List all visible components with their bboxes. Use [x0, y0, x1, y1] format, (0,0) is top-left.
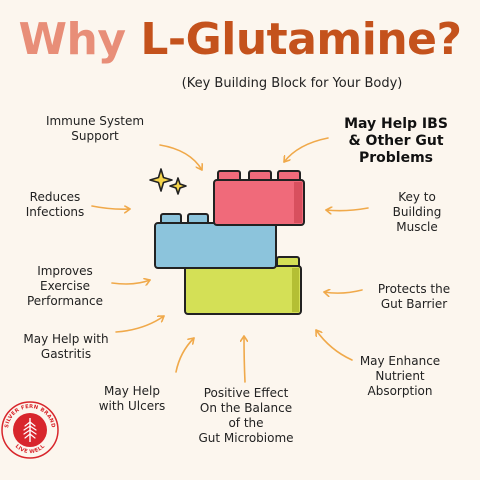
benefit-exercise: Improves Exercise Performance: [26, 264, 104, 308]
benefit-barrier: Protects the Gut Barrier: [377, 282, 451, 311]
arrow-microbiome: [244, 335, 245, 383]
arrow-infections: [91, 206, 131, 209]
arrows: [91, 137, 369, 383]
benefit-muscle: Key to Building Muscle: [392, 190, 442, 234]
brand-logo: SILVER FERN BRAND LIVE WELL: [1, 401, 59, 459]
benefit-immune: Immune System Support: [45, 114, 145, 143]
arrow-immune: [159, 144, 202, 171]
benefit-microbiome: Positive Effect On the Balance of the Gu…: [198, 386, 294, 445]
title-why: Why: [18, 14, 126, 65]
benefit-gastritis: May Help with Gastritis: [23, 332, 109, 361]
logo-bottom-text: LIVE WELL: [14, 443, 46, 455]
arrow-ibs: [283, 137, 329, 163]
page-title: Why L-Glutamine?: [0, 12, 480, 68]
arrow-ulcers: [175, 337, 195, 373]
green-block: [184, 256, 302, 315]
subtitle: (Key Building Block for Your Body): [181, 76, 403, 91]
svg-text:LIVE WELL: LIVE WELL: [14, 443, 47, 455]
arrow-barrier: [323, 290, 363, 293]
benefit-infections: Reduces Infections: [25, 190, 85, 219]
benefit-ibs: May Help IBS & Other Gut Problems: [344, 116, 448, 166]
sparkle-icon: [149, 168, 187, 195]
title-l-glutamine: L-Glutamine?: [140, 14, 462, 65]
benefit-nutrient: May Enhance Nutrient Absorption: [359, 354, 441, 398]
blue-block: [154, 213, 277, 269]
benefit-ulcers: May Help with Ulcers: [98, 384, 166, 413]
red-block: [213, 170, 305, 226]
arrow-gastritis: [115, 315, 165, 333]
arrow-nutrient: [315, 329, 353, 361]
arrow-exercise: [111, 280, 151, 284]
arrow-muscle: [325, 208, 369, 211]
